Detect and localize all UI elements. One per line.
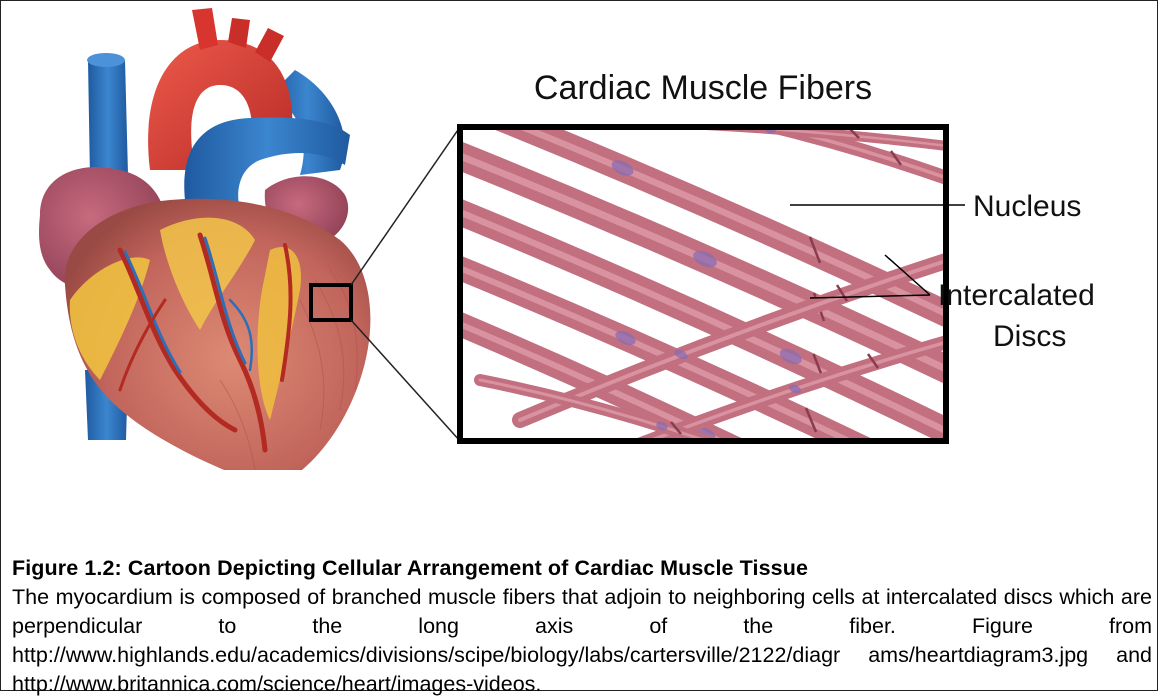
intercalated-label-line2: Discs <box>993 320 1066 353</box>
figure-caption: Figure 1.2: Cartoon Depicting Cellular A… <box>12 554 1152 699</box>
figure-illustration: Cardiac Muscle Fibers Nucleus Intercalat… <box>0 0 1158 470</box>
intercalated-disc <box>802 468 812 470</box>
muscle-fiber-highlight <box>470 108 700 120</box>
muscle-fiber-panel <box>420 90 990 470</box>
zoom-connector-bottom <box>351 320 460 441</box>
muscle-fiber <box>470 108 700 120</box>
intercalated-label-line1: Intercalated <box>938 279 1095 312</box>
caption-title: Figure 1.2: Cartoon Depicting Cellular A… <box>12 554 1152 583</box>
nucleus-label: Nucleus <box>973 190 1081 223</box>
caption-body: The myocardium is composed of branched m… <box>12 583 1152 699</box>
heart-image <box>39 8 370 470</box>
panel-title: Cardiac Muscle Fibers <box>534 69 872 107</box>
zoom-connector-top <box>351 127 460 285</box>
